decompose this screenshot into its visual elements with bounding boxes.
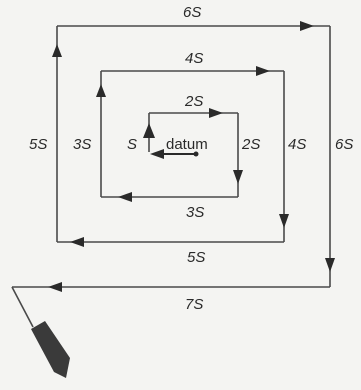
label-5s-left: 5S	[29, 136, 47, 153]
arrow-left-icon	[70, 237, 84, 247]
search-track	[12, 25, 331, 288]
label-5s-bottom: 5S	[187, 249, 205, 266]
datum-marker	[150, 149, 199, 159]
boat-icon	[11, 286, 70, 378]
label-2s-right: 2S	[241, 136, 260, 153]
arrow-left-icon	[118, 192, 132, 202]
label-4s-top: 4S	[185, 50, 203, 67]
arrow-up-icon	[52, 44, 62, 57]
arrow-left-icon	[48, 282, 62, 292]
arrow-up-icon	[143, 123, 155, 138]
arrow-right-icon	[300, 21, 314, 31]
label-s-first-leg: S	[127, 136, 137, 153]
datum-point-icon	[193, 151, 199, 157]
arrow-up-icon	[96, 84, 106, 97]
arrow-right-icon	[209, 108, 223, 118]
label-6s-top: 6S	[183, 4, 201, 21]
arrow-right-icon	[256, 66, 270, 76]
arrow-down-icon	[233, 170, 243, 184]
label-3s-left: 3S	[73, 136, 91, 153]
label-4s-right: 4S	[288, 136, 306, 153]
label-7s-bottom: 7S	[185, 296, 203, 313]
arrow-down-icon	[279, 214, 289, 228]
arrow-down-icon	[325, 258, 335, 272]
label-datum: datum	[166, 136, 208, 153]
direction-arrows	[48, 21, 335, 292]
label-2s-top: 2S	[184, 93, 203, 110]
label-6s-right: 6S	[335, 136, 353, 153]
datum-arrow-icon	[150, 149, 164, 159]
label-3s-bottom: 3S	[186, 204, 204, 221]
